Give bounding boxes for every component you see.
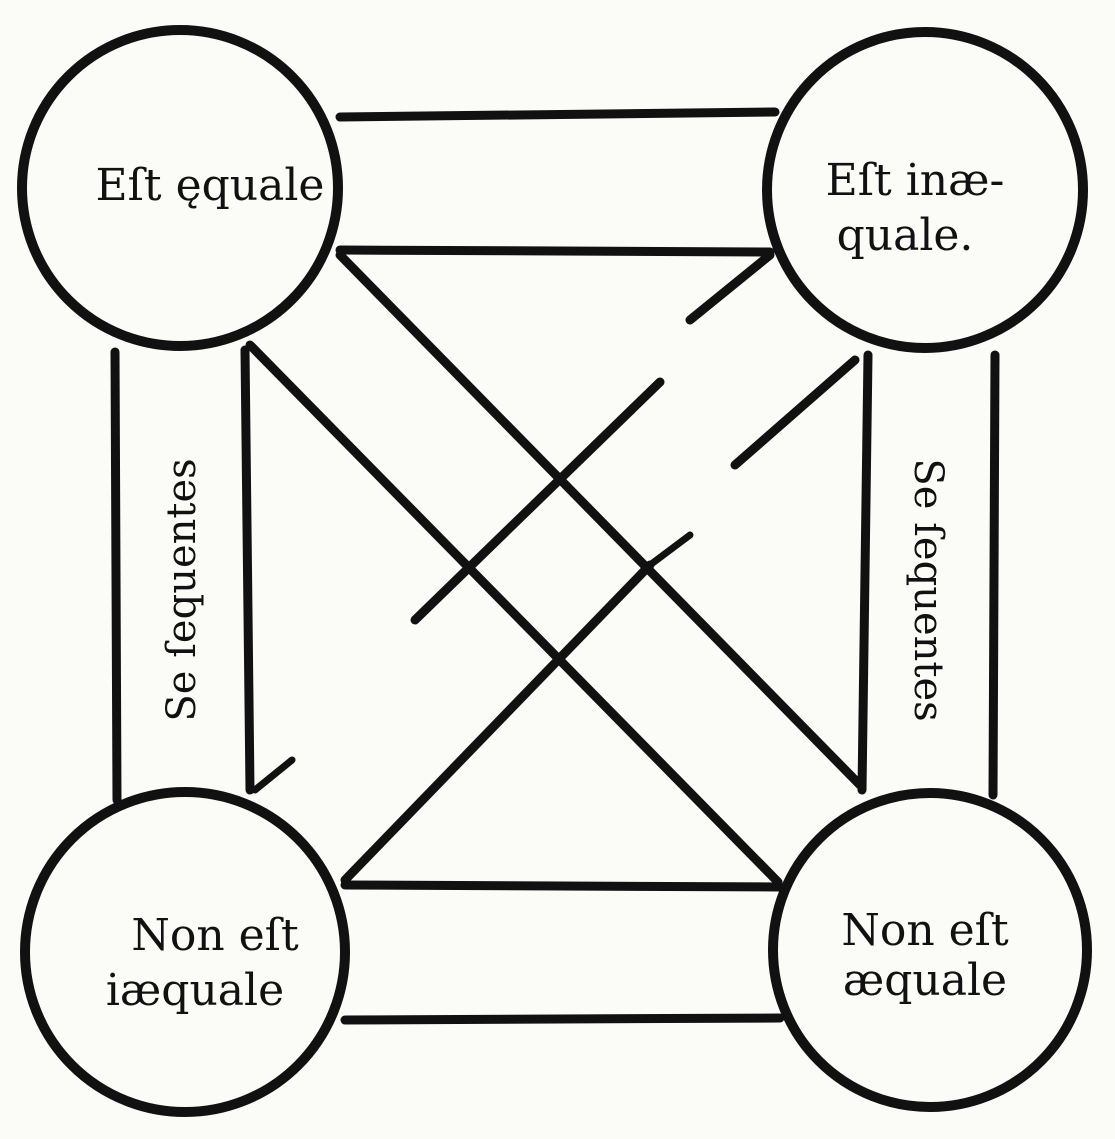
node-label-bottom-right-line1: Non eſt bbox=[841, 905, 1009, 956]
node-label-bottom-left-line2: iæquale bbox=[106, 965, 284, 1016]
node-label-bottom-left-line1: Non eſt bbox=[131, 910, 299, 961]
node-circle-bottom-left bbox=[20, 787, 350, 1117]
top-line-upper bbox=[335, 107, 780, 122]
node-label-top-right-line1: Eſt inæ- bbox=[826, 155, 1005, 206]
node-label-bottom-right-line2: æquale bbox=[843, 955, 1007, 1006]
diagonal-bl-tr-a bbox=[340, 560, 655, 885]
side-label-right: Se ſequentes bbox=[905, 458, 951, 721]
diagonal-tl-br-a bbox=[335, 250, 865, 790]
node-circle-top-right bbox=[762, 27, 1088, 353]
side-label-left: Se ſequentes bbox=[159, 458, 205, 721]
top-line-lower bbox=[335, 245, 775, 257]
left-line-outer bbox=[110, 347, 122, 805]
bottom-line-lower bbox=[340, 1013, 785, 1025]
diagonal-bl-tr-d bbox=[730, 355, 860, 470]
node-circle-top-left bbox=[17, 25, 343, 351]
node-label-top-right-line2: quale. bbox=[837, 210, 974, 261]
right-line-inner bbox=[857, 350, 873, 795]
nodes bbox=[17, 25, 1092, 1117]
diagonal-bl-tr-b bbox=[410, 377, 665, 625]
arrow-tick bbox=[251, 756, 296, 794]
node-circle-bottom-right bbox=[768, 788, 1092, 1112]
diagonal-tl-br-b bbox=[245, 340, 783, 887]
node-label-top-left: Eſt ęquale bbox=[96, 160, 325, 211]
right-line-outer bbox=[988, 350, 1000, 800]
connector-lines bbox=[110, 107, 1000, 1025]
arrow-ticks bbox=[251, 531, 694, 794]
diagonal-bl-tr-c bbox=[685, 250, 775, 325]
arrow-tick bbox=[646, 531, 694, 569]
bottom-line-upper bbox=[340, 880, 785, 892]
left-line-inner bbox=[240, 345, 255, 795]
